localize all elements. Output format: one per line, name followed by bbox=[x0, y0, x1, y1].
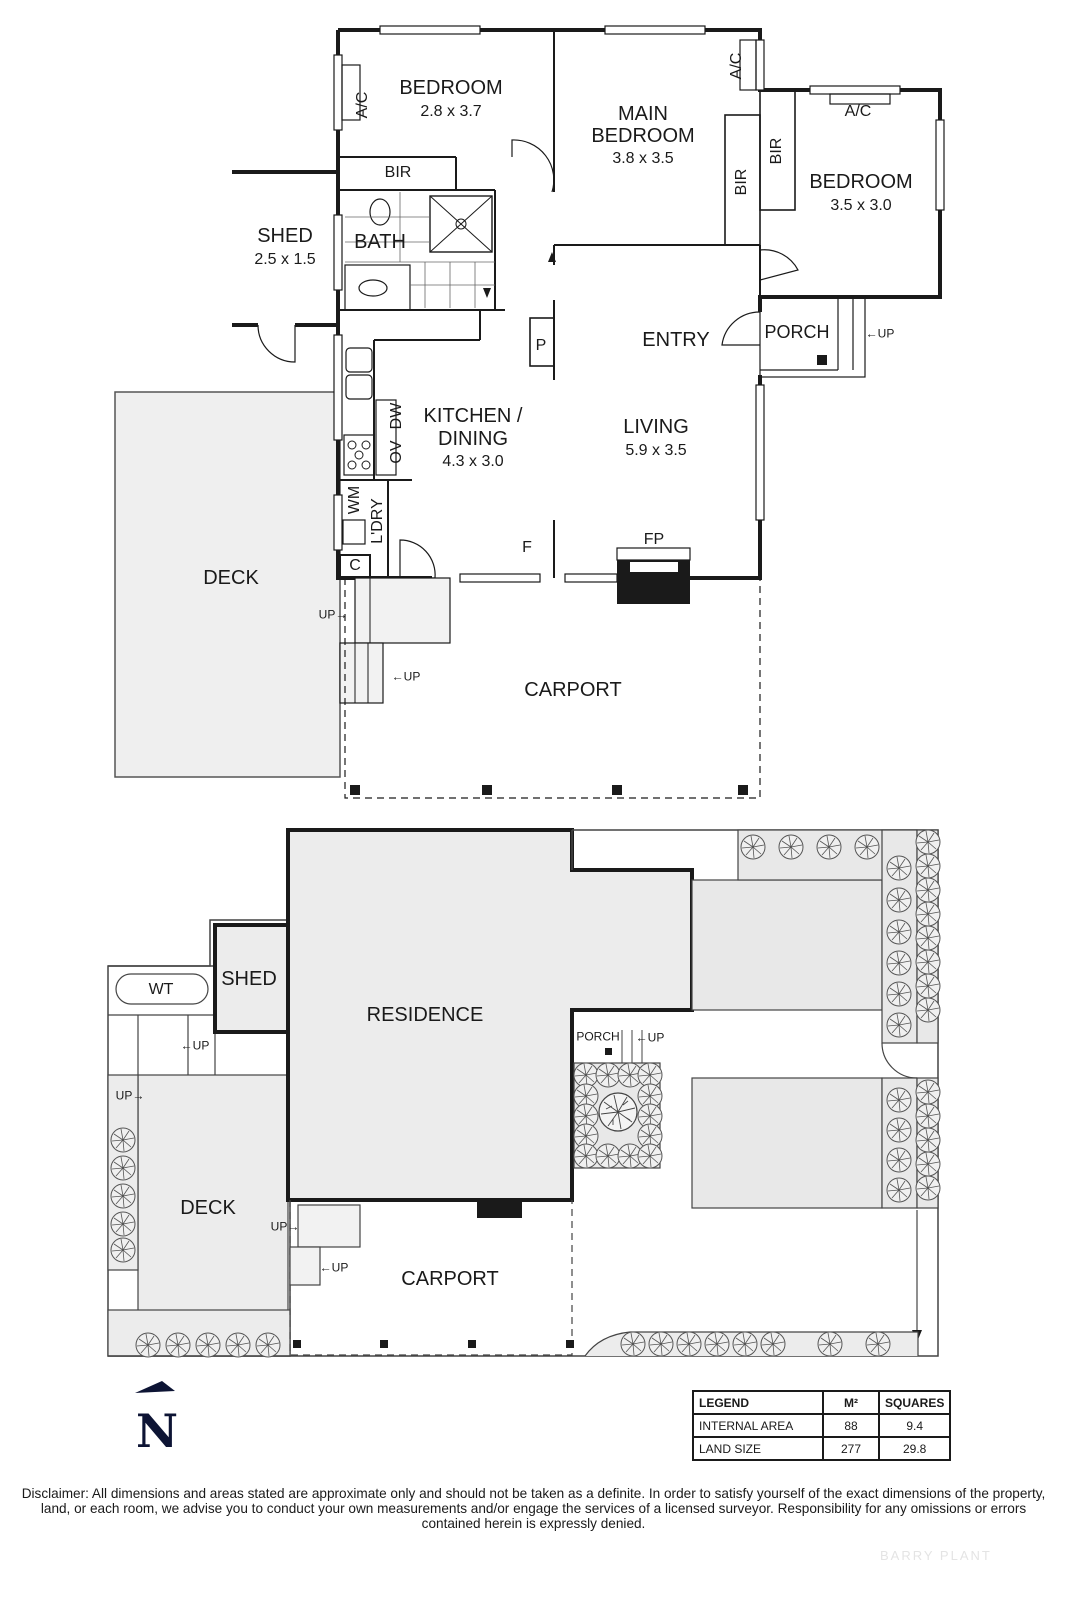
site-up-label-1: ←UP bbox=[180, 1038, 210, 1053]
fixture-pantry: P bbox=[535, 337, 547, 355]
room-main-bedroom-name-2: BEDROOM bbox=[591, 125, 695, 147]
fixture-bir-1: BIR bbox=[384, 164, 412, 182]
room-bedroom-3-size: 3.5 x 3.0 bbox=[830, 197, 892, 215]
room-shed-size: 2.5 x 1.5 bbox=[254, 251, 316, 269]
site-deck bbox=[137, 1074, 289, 1341]
site-up-label-3: ←UP bbox=[635, 1030, 665, 1045]
site-deck-label: DECK bbox=[180, 1197, 236, 1219]
site-up-label-2: UP→ bbox=[115, 1088, 145, 1103]
carport-outline bbox=[344, 578, 761, 799]
room-living-name: LIVING bbox=[623, 416, 689, 438]
fixture-ac-1: A/C bbox=[354, 91, 372, 119]
room-porch-name: PORCH bbox=[764, 322, 830, 343]
room-main-bedroom-name-1: MAIN bbox=[618, 103, 668, 125]
site-porch-label: PORCH bbox=[576, 1029, 620, 1044]
legend-row: INTERNAL AREA 88 9.4 bbox=[692, 1413, 952, 1438]
room-living-size: 5.9 x 3.5 bbox=[625, 442, 687, 460]
site-shed bbox=[213, 923, 290, 1034]
site-up-label-5: ←UP bbox=[319, 1260, 349, 1275]
fixture-dishwasher: DW bbox=[388, 402, 406, 430]
legend-header-row: LEGEND M² SQUARES bbox=[692, 1390, 952, 1415]
legend-row-m2: 88 bbox=[822, 1413, 880, 1438]
steps-up-label: ←UP bbox=[391, 669, 421, 684]
shed-outline bbox=[232, 170, 340, 327]
deck-up-label: UP→ bbox=[318, 607, 348, 622]
fixture-laundry: L'DRY bbox=[369, 498, 387, 544]
room-entry-name: ENTRY bbox=[642, 329, 710, 351]
room-kitchen-name-1: KITCHEN / bbox=[423, 405, 523, 427]
legend-header-squares: SQUARES bbox=[877, 1390, 952, 1415]
legend-header-m2: M² bbox=[822, 1390, 880, 1415]
site-up-label-4: UP→ bbox=[270, 1219, 300, 1234]
room-bedroom-2-size: 2.8 x 3.7 bbox=[420, 103, 482, 121]
north-arrow-icon bbox=[135, 1381, 175, 1393]
porch-up-label: ←UP bbox=[865, 326, 895, 341]
room-bath-name: BATH bbox=[354, 231, 406, 253]
fixture-cupboard: C bbox=[349, 557, 361, 575]
legend-header-label: LEGEND bbox=[692, 1390, 824, 1415]
fixture-ac-2: A/C bbox=[728, 52, 746, 80]
watermark-logo: BARRY PLANT bbox=[880, 1548, 992, 1563]
legend-row-squares: 9.4 bbox=[877, 1413, 952, 1438]
legend-row-label: INTERNAL AREA bbox=[692, 1413, 824, 1438]
room-bedroom-3-name: BEDROOM bbox=[809, 171, 913, 193]
fixture-ac-3: A/C bbox=[844, 103, 872, 121]
fixture-bir-3: BIR bbox=[768, 137, 786, 165]
room-kitchen-name-2: DINING bbox=[438, 428, 508, 450]
fixture-fridge: F bbox=[522, 539, 532, 557]
site-carport-label: CARPORT bbox=[401, 1268, 499, 1290]
deck-area bbox=[114, 391, 341, 778]
fixture-oven: OV bbox=[388, 440, 406, 464]
site-residence-label: RESIDENCE bbox=[366, 1004, 484, 1026]
site-water-tank-label: WT bbox=[148, 981, 174, 999]
compass-north-label: N bbox=[136, 1404, 179, 1458]
fixture-fireplace: FP bbox=[643, 531, 665, 549]
room-bedroom-2-name: BEDROOM bbox=[399, 77, 503, 99]
site-shed-label: SHED bbox=[221, 968, 277, 990]
fixture-bir-2: BIR bbox=[733, 168, 751, 196]
room-shed-name: SHED bbox=[257, 225, 313, 247]
legend-row-label: LAND SIZE bbox=[692, 1436, 824, 1461]
legend-row-m2: 277 bbox=[822, 1436, 880, 1461]
room-carport-name: CARPORT bbox=[524, 679, 622, 701]
room-main-bedroom-size: 3.8 x 3.5 bbox=[612, 150, 674, 168]
legend-table: LEGEND M² SQUARES INTERNAL AREA 88 9.4 L… bbox=[692, 1390, 952, 1461]
legend-row: LAND SIZE 277 29.8 bbox=[692, 1436, 952, 1461]
fixture-washing-machine: WM bbox=[346, 485, 364, 515]
room-deck-name: DECK bbox=[203, 567, 259, 589]
room-kitchen-size: 4.3 x 3.0 bbox=[442, 453, 504, 471]
disclaimer-text: Disclaimer: All dimensions and areas sta… bbox=[21, 1486, 1046, 1531]
legend-row-squares: 29.8 bbox=[877, 1436, 952, 1461]
